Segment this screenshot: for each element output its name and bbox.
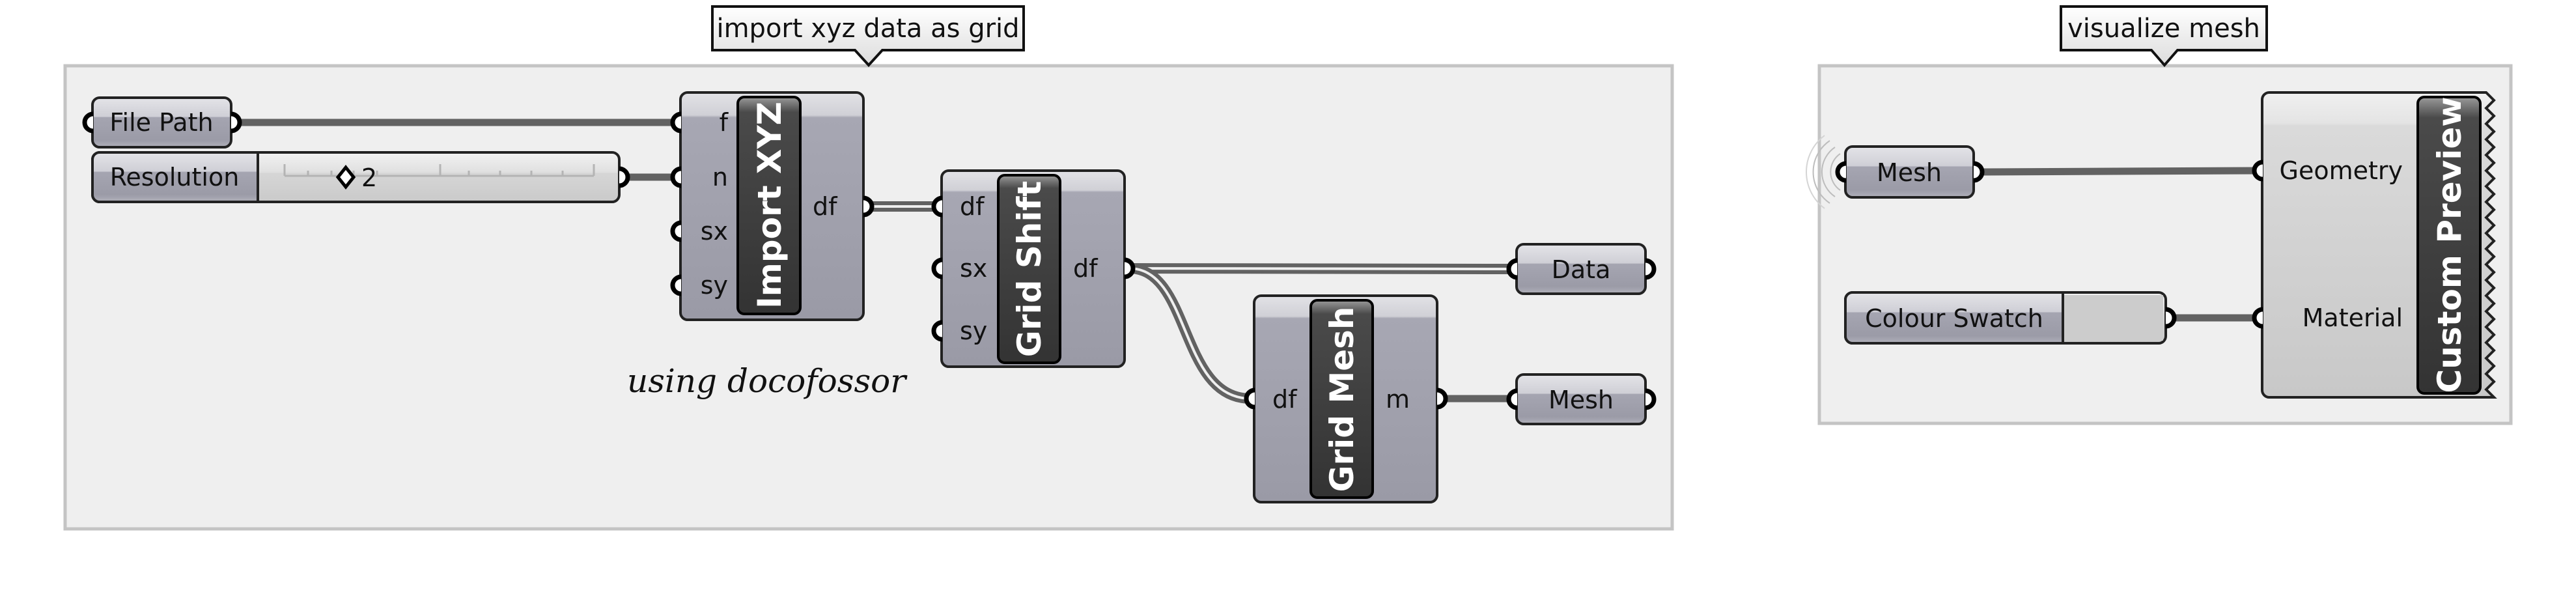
data-param[interactable]: Data (1506, 243, 1657, 295)
input-port-sy[interactable] (931, 320, 943, 342)
output-port[interactable] (231, 111, 242, 134)
input-port-material[interactable] (2252, 307, 2263, 329)
component-title-bar[interactable] (997, 174, 1061, 364)
input-port-f[interactable] (670, 111, 682, 134)
slider-value: 2 (361, 163, 377, 192)
component-title: Import XYZ (751, 102, 789, 309)
input-port[interactable] (1835, 161, 1847, 183)
group-callout-import: import xyz data as grid (711, 5, 1025, 67)
component-title: Grid Shift (1011, 181, 1048, 357)
slider-label-section (91, 151, 259, 203)
input-label-sx: sx (701, 217, 728, 246)
param-label: Mesh (1548, 386, 1614, 414)
grid-shift-component[interactable]: Grid Shift df sx sy df (931, 169, 1136, 368)
component-title-bar[interactable] (2416, 96, 2482, 395)
output-port[interactable] (2165, 307, 2177, 329)
output-port[interactable] (1645, 388, 1657, 410)
input-label-f: f (720, 108, 729, 137)
mesh-output-param[interactable]: Mesh (1506, 373, 1657, 425)
output-label-m: m (1386, 385, 1410, 414)
output-port[interactable] (619, 166, 630, 188)
output-port[interactable] (1973, 161, 1985, 183)
wire-gridshift-to-data[interactable] (1128, 263, 1514, 274)
swatch-label-section (1844, 291, 2064, 345)
output-port[interactable] (1645, 258, 1657, 280)
param-label: File Path (109, 108, 213, 137)
input-port-sx[interactable] (931, 257, 943, 279)
swatch-colour[interactable] (2064, 295, 2163, 341)
scribble-note[interactable]: using docofossor (627, 362, 908, 400)
component-title: Grid Mesh (1323, 306, 1361, 492)
slider-grip-diamond-icon[interactable] (335, 164, 356, 190)
component-title: Custom Preview (2431, 97, 2469, 393)
wire-gridshift-to-gridmesh[interactable] (1128, 263, 1252, 404)
output-label-df: df (813, 192, 838, 221)
wires (236, 119, 2260, 404)
input-label-df: df (960, 192, 985, 221)
component-title-bar[interactable] (1309, 299, 1374, 499)
input-label-df: df (1272, 385, 1298, 414)
callout-text: import xyz data as grid (716, 14, 1019, 44)
file-path-param[interactable]: File Path (82, 96, 242, 148)
import-xyz-component[interactable]: Import XYZ f n sx sy df (670, 91, 875, 321)
input-port-geometry[interactable] (2252, 160, 2263, 182)
output-port-df[interactable] (863, 195, 875, 218)
output-label-df: df (1073, 254, 1099, 283)
wire-mesh-to-geometry[interactable] (1978, 167, 2260, 176)
input-port[interactable] (1506, 388, 1518, 410)
component-title-bar[interactable] (736, 96, 802, 315)
input-port-sy[interactable] (670, 274, 682, 296)
input-port[interactable] (82, 111, 94, 134)
output-port-m[interactable] (1436, 388, 1448, 410)
input-port-df[interactable] (931, 195, 943, 218)
colour-swatch-param[interactable]: Colour Swatch (1844, 291, 2177, 345)
callout-bubble (711, 5, 1025, 67)
group-callout-visualize: visualize mesh (2060, 5, 2268, 68)
wireless-receiver-icon (1806, 135, 1841, 209)
resolution-slider[interactable]: Resolution 2 (91, 151, 630, 203)
mesh-input-param[interactable]: Mesh (1806, 135, 1985, 209)
input-label-sy: sy (960, 317, 987, 345)
output-port-df[interactable] (1124, 257, 1136, 279)
param-label: Mesh (1877, 158, 1942, 187)
callout-text: visualize mesh (2067, 14, 2260, 44)
slider-track[interactable] (283, 164, 595, 177)
slider-label: Resolution (110, 163, 240, 191)
input-port[interactable] (1506, 258, 1518, 280)
input-label-sx: sx (960, 254, 987, 283)
input-port-df[interactable] (1244, 388, 1255, 410)
custom-preview-component[interactable]: Custom Preview Geometry Material (2252, 91, 2497, 399)
input-label-n: n (712, 163, 728, 191)
callout-bubble (2060, 5, 2268, 68)
input-label-material: Material (2303, 304, 2403, 332)
swatch-label: Colour Swatch (1865, 304, 2043, 333)
param-label: Data (1552, 255, 1611, 284)
input-port-sx[interactable] (670, 220, 682, 242)
input-label-geometry: Geometry (2280, 156, 2403, 185)
grid-mesh-component[interactable]: Grid Mesh df m (1244, 294, 1448, 503)
input-port-n[interactable] (670, 166, 682, 188)
input-label-sy: sy (701, 271, 728, 300)
